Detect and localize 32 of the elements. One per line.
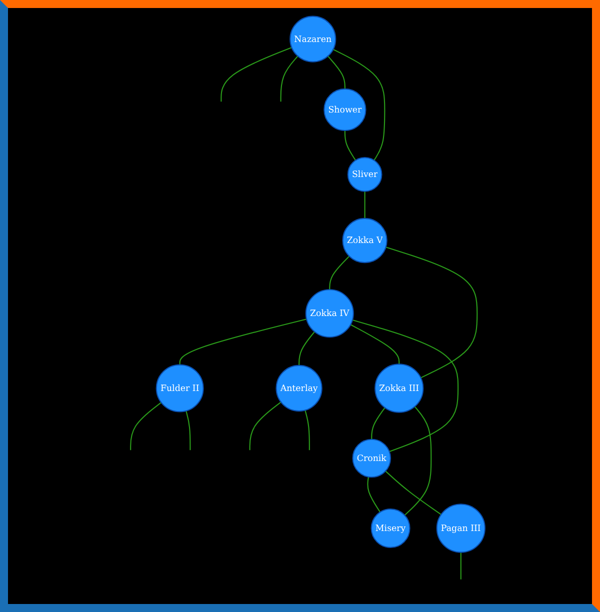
node-circle: Sliver xyxy=(348,157,383,192)
connector xyxy=(352,319,459,452)
connector xyxy=(250,402,282,450)
connector xyxy=(298,331,316,366)
connector xyxy=(328,56,346,89)
connector xyxy=(130,402,162,450)
node-circle: Anterlay xyxy=(276,364,323,412)
connector xyxy=(304,410,310,450)
connector xyxy=(333,48,386,161)
connector xyxy=(221,46,292,102)
node-circle: Fulder II xyxy=(156,364,204,412)
connector xyxy=(180,318,308,365)
connector xyxy=(460,552,462,580)
connector xyxy=(186,410,192,450)
connector xyxy=(280,56,299,102)
node-circle: Nazaren xyxy=(290,16,336,62)
connector xyxy=(404,406,432,516)
connector xyxy=(386,470,442,515)
connector xyxy=(329,256,350,290)
connector xyxy=(386,246,478,378)
connector xyxy=(367,476,381,512)
node-circle: Zokka III xyxy=(374,364,424,413)
connector xyxy=(350,324,400,364)
node-circle: Shower xyxy=(324,88,367,132)
node-circle: Pagan III xyxy=(436,504,486,553)
connector xyxy=(364,191,366,218)
node-circle: Zokka V xyxy=(342,218,388,264)
node-circle: Cronik xyxy=(352,438,392,478)
node-circle: Zokka IV xyxy=(306,289,354,338)
node-circle: Misery xyxy=(371,508,411,548)
connector xyxy=(344,130,356,161)
connector xyxy=(371,407,386,440)
